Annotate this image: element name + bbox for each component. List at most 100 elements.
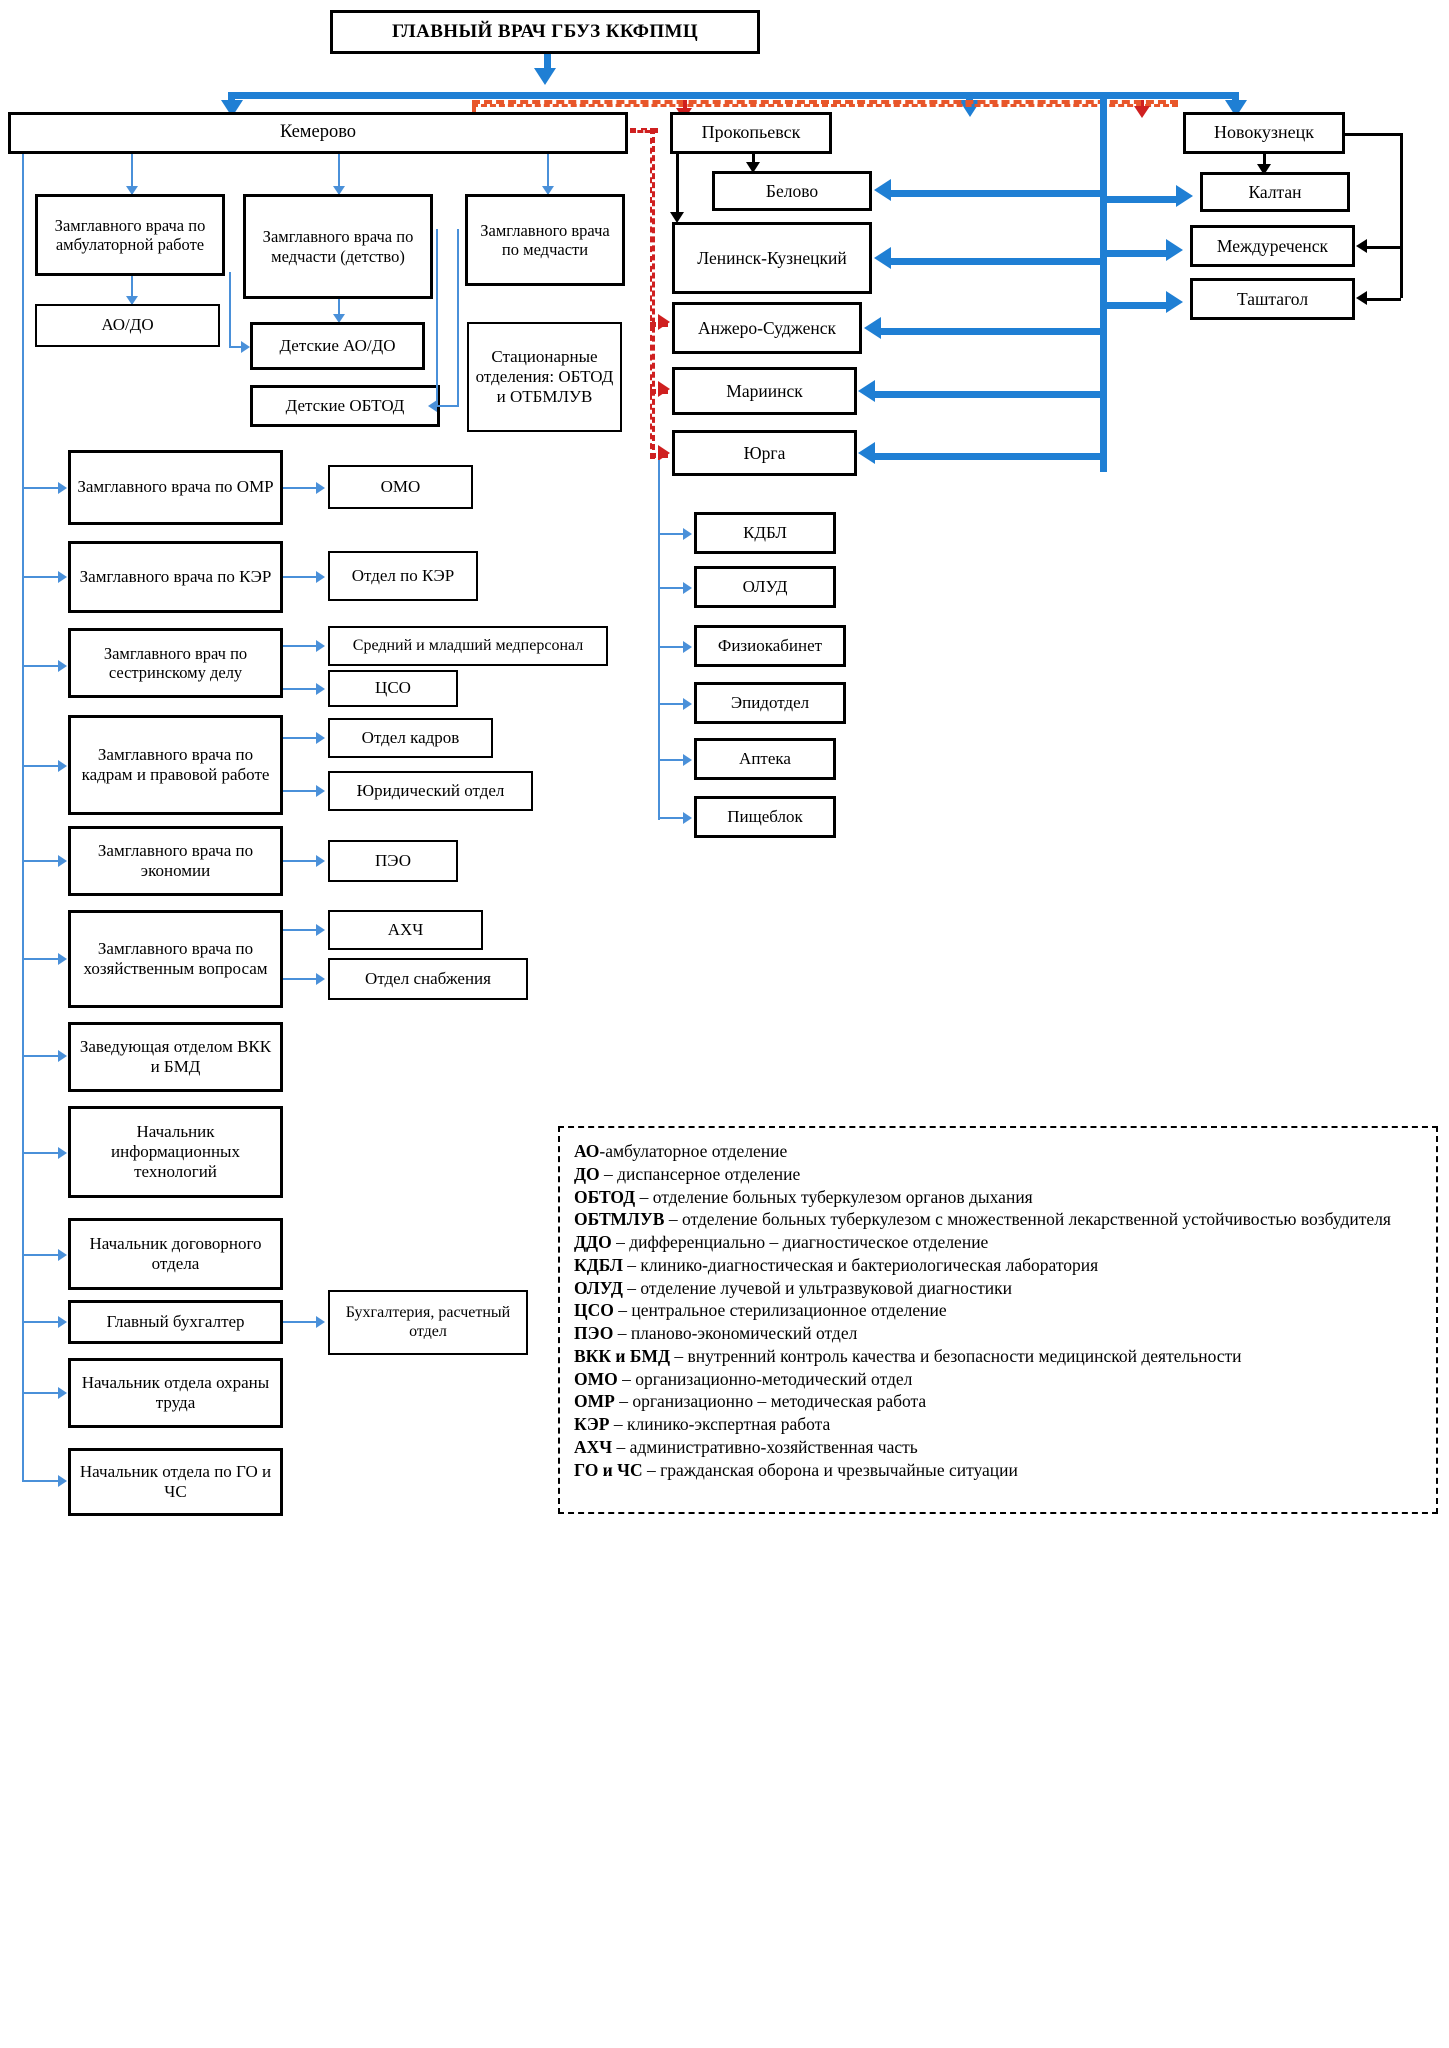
deputy-ambulatory: Замглавного врача по амбулаторной работе [35,194,225,276]
prok-to-belovo-arrow [746,162,760,173]
dept-contract: Начальник договорного отдела [68,1218,283,1290]
city-leninsk-kuznetsky-label: Ленинск-Кузнецкий [697,247,847,268]
svc-h-3 [658,703,686,705]
dept-economy: Замглавного врача по экономии [68,826,283,896]
med-elbow-v2 [457,229,459,405]
prok-to-belovo [752,154,755,166]
dept-household-label: Замглавного врача по хозяйственным вопро… [83,938,268,978]
unit-hr: Отдел кадров [328,718,493,758]
legend-text: центральное стерилизационное отделение [631,1300,947,1321]
svc-arrow-1 [683,582,692,594]
svc-h-0 [658,533,686,535]
city-anzhero-sudzhensk-label: Анжеро-Судженск [697,317,836,338]
red-arrow-mariinsk [658,381,670,397]
spine-h-econ [22,860,62,862]
service-physio: Физиокабинет [694,625,846,667]
legend-abbr: ОМО [574,1368,618,1389]
amb-elbow-h [229,346,244,348]
nurse-arrow1 [316,640,325,652]
legend-abbr: КЭР [574,1414,610,1434]
deputy-medpart-label: Замглавного врача по медчасти [480,220,610,259]
dept-hr-legal-label: Замглавного врача по кадрам и правовой р… [81,744,270,784]
nk-bracket-mezh-arrow [1356,239,1367,253]
legend-item: ОБТМЛУВ – отделение больных туберкулезом… [574,1208,1422,1231]
house-h2 [283,978,319,980]
deputy-ambulatory-label: Замглавного врача по амбулаторной работе [54,215,206,254]
dept-ker-label: Замглавного врача по КЭР [79,566,272,586]
legend-sep: – [612,1436,630,1457]
house-arrow2 [316,973,325,985]
prok-stem-lk [676,154,679,216]
child-to-detaodo-arrow [333,314,345,323]
trunk-left-anzhero-arrow [864,317,881,339]
trunk-left-lk [890,258,1104,265]
legend-text: дифференциально – диагностическое отделе… [629,1232,989,1252]
bus-leg-prokopyevsk [966,92,973,104]
ker-arrow [316,571,325,583]
root-stem [544,54,551,74]
med-elbow-h2 [441,405,459,407]
econ-arrow [316,855,325,867]
hr-h1 [283,737,319,739]
omr-arrow [316,482,325,494]
legend-sep: – [664,1209,682,1230]
house-h1 [283,929,319,931]
spine-h-house [22,958,62,960]
legend-abbr: ЦСО [574,1300,614,1321]
city-kaltan-label: Калтан [1248,181,1302,202]
unit-omo-label: ОМО [380,476,421,496]
spine-arrow-hr [58,760,67,772]
orange-supervise-line [472,100,1178,107]
spine-arrow-it [58,1147,67,1159]
deputy-medpart-child-label: Замглавного врача по медчасти (детство) [262,227,414,266]
blue-trunk [1100,92,1107,472]
unit-children-obtod-label: Детские ОБТОД [285,395,405,415]
deputy-medpart-child: Замглавного врача по медчасти (детство) [243,194,433,299]
unit-inpatient-label: Стационарные отделения: ОБТОД и ОТБМЛУВ [475,346,614,407]
dept-vkk-bmd-label: Заведующая отделом ВКК и БМД [79,1036,272,1076]
red-arrow-yurga [658,445,670,461]
legend-text: отделение больных туберкулезом с множест… [681,1209,1391,1230]
legend-item: ОМО – организационно-методический отдел [574,1368,1422,1391]
ker-h [283,576,319,578]
dept-nursing: Замглавного врач по сестринскому делу [68,628,283,698]
svc-h-2 [658,646,686,648]
svc-arrow-2 [683,641,692,653]
legend-abbr: АХЧ [574,1436,613,1457]
dept-omr: Замглавного врача по ОМР [68,450,283,525]
legend-item: АХЧ – административно-хозяйственная част… [574,1436,1422,1459]
legend-item: ДО – диспансерное отделение [574,1163,1422,1186]
legend-item: КДБЛ – клинико-диагностическая и бактери… [574,1254,1422,1277]
dept-hr-legal: Замглавного врача по кадрам и правовой р… [68,715,283,815]
legend-box: АО-амбулаторное отделение ДО – диспансер… [558,1126,1438,1514]
branch-prokopyevsk-label: Прокопьевск [701,122,801,143]
spine-arrow-accountant [58,1316,67,1328]
unit-ahch: АХЧ [328,910,483,950]
city-belovo-label: Белово [765,180,819,201]
unit-accounting-label: Бухгалтерия, расчетный отдел [345,1303,511,1340]
unit-inpatient: Стационарные отделения: ОБТОД и ОТБМЛУВ [467,322,622,432]
legend-abbr: ПЭО [574,1323,614,1343]
spine-arrow-econ [58,855,67,867]
legend-text: организационно – методическая работа [632,1391,927,1412]
legend-item: ОБТОД – отделение больных туберкулезом о… [574,1186,1422,1209]
legend-abbr: ДДО [574,1232,612,1252]
legend-text: административно-хозяйственная часть [629,1436,918,1457]
legend-text: гражданская оборона и чрезвычайные ситуа… [660,1459,1018,1480]
legend-item: ПЭО – планово-экономический отдел [574,1322,1422,1345]
legend-text: клинико-экспертная работа [626,1414,831,1434]
spine-arrow-ker [58,571,67,583]
legend-sep: – [622,1254,641,1275]
city-anzhero-sudzhensk: Анжеро-Судженск [672,302,862,354]
spine-h-ker [22,576,62,578]
trunk-left-belovo-arrow [874,179,891,201]
legend-abbr: ОБТОД [574,1186,636,1207]
deputy-medpart: Замглавного врача по медчасти [465,194,625,286]
nurse-h1 [283,645,319,647]
city-mezhdurechensk: Междуреченск [1190,225,1355,267]
unit-children-obtod: Детские ОБТОД [250,385,440,427]
spine-arrow-vkk [58,1050,67,1062]
spine-h-contract [22,1254,62,1256]
red-arrow-anzhero [658,314,670,330]
